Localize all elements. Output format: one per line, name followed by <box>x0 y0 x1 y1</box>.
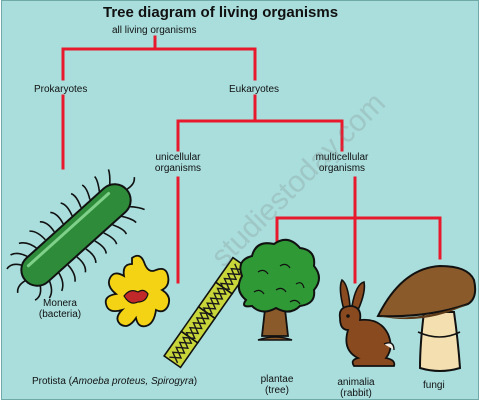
node-eukaryotes-label: Eukaryotes <box>229 84 280 95</box>
tree-illustration <box>237 238 320 341</box>
rabbit-illustration <box>338 278 396 367</box>
node-unicellular-line2: organisms <box>154 163 202 174</box>
leaf-animalia-line2: (rabbit) <box>340 388 372 399</box>
node-root-label: all living organisms <box>112 25 197 36</box>
node-unicellular-line1: unicellular <box>155 152 201 163</box>
leaf-animalia-line1: animalia <box>337 377 375 388</box>
amoeba-illustration <box>104 254 171 328</box>
leaf-monera-line2: (bacteria) <box>38 309 82 320</box>
leaf-plantae-label: plantae (tree) <box>255 374 299 396</box>
leaf-monera-label: Monera (bacteria) <box>34 298 86 320</box>
leaf-protista-species: Amoeba proteus, Spirogyra <box>72 376 194 387</box>
leaf-plantae-line1: plantae <box>260 374 294 385</box>
bacteria-flagella <box>6 169 145 301</box>
mushroom-illustration <box>376 264 477 372</box>
node-multicellular-line1: multicellular <box>315 152 369 163</box>
tree-lines <box>61 35 442 284</box>
leaf-protista-label: Protista (Amoeba proteus, Spirogyra) <box>32 376 197 387</box>
node-multicellular-label: multicellular organisms <box>310 152 374 174</box>
leaf-protista-suffix: ) <box>193 376 198 387</box>
bacteria-illustration <box>6 169 145 301</box>
node-multicellular-line2: organisms <box>318 163 366 174</box>
leaf-animalia-label: animalia (rabbit) <box>331 377 381 399</box>
leaf-monera-line1: Monera <box>43 298 77 309</box>
leaf-fungi-label: fungi <box>423 380 445 391</box>
diagram-title: Tree diagram of living organisms <box>103 4 339 21</box>
node-prokaryotes-label: Prokaryotes <box>34 84 88 95</box>
leaf-plantae-line2: (tree) <box>265 385 289 396</box>
leaf-protista-prefix: Protista ( <box>32 376 73 387</box>
node-unicellular-label: unicellular organisms <box>150 152 206 174</box>
